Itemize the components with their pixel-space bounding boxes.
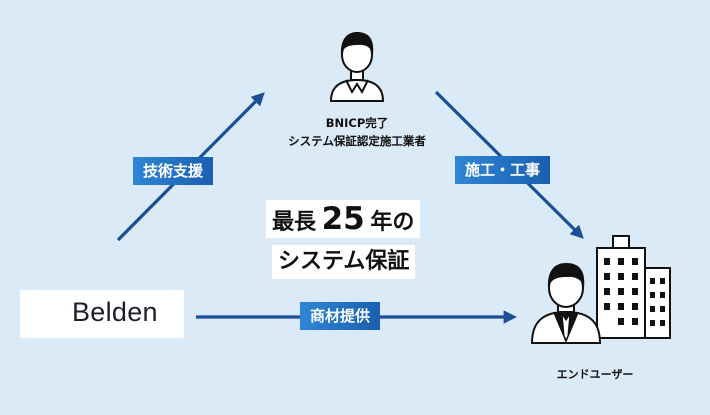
partner-line1: BNICP完了 (325, 116, 389, 130)
guarantee-line1: 最長 25 年の (266, 200, 421, 238)
belden-logo: Belden (20, 290, 184, 338)
building-icon (596, 235, 671, 339)
partner-caption: BNICP完了 システム保証認定施工業者 (262, 115, 452, 149)
partner-person-icon (329, 32, 385, 102)
belden-wordmark: Belden (72, 297, 158, 327)
tag-construction: 施工・工事 (455, 156, 551, 184)
tag-product-supply: 商材提供 (300, 302, 381, 330)
guarantee-prefix: 最長 (272, 210, 317, 235)
end-user-person-icon (530, 263, 602, 344)
partner-line2: システム保証認定施工業者 (288, 134, 426, 148)
guarantee-years: 25 (321, 201, 365, 237)
end-user-label: エンドユーザー (556, 368, 634, 381)
tag-tech-support: 技術支援 (133, 157, 214, 185)
guarantee-suffix: 年の (370, 210, 415, 235)
guarantee-line2: システム保証 (272, 245, 416, 279)
